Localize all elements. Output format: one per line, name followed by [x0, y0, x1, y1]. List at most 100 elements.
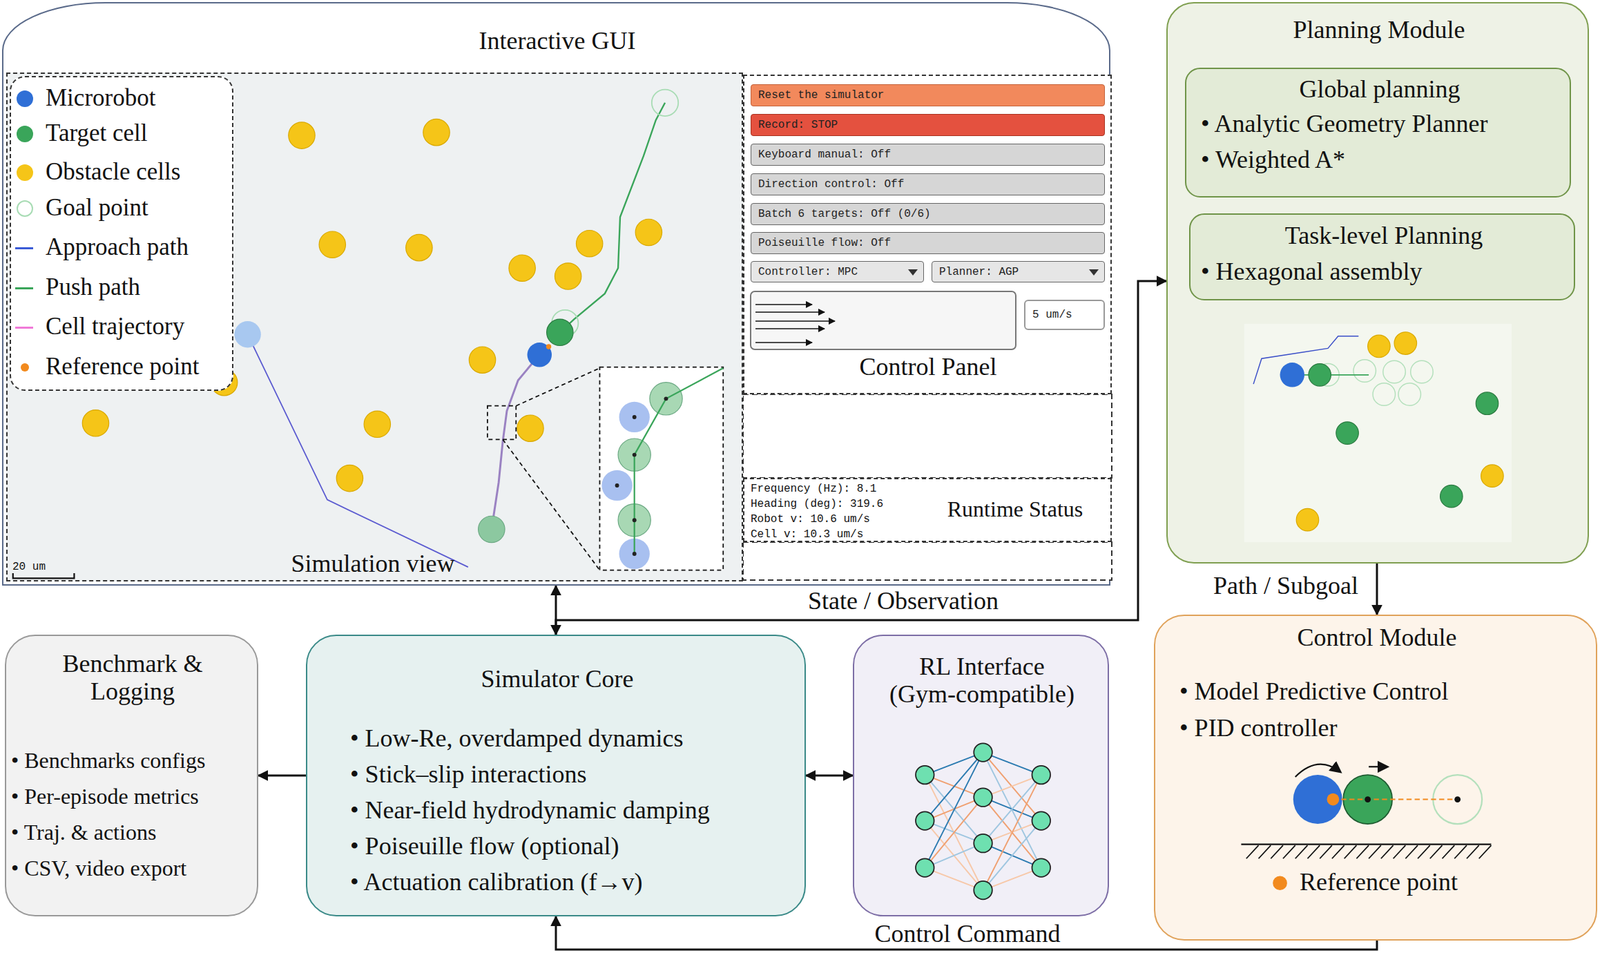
label-text: Control Module [1204, 624, 1550, 652]
illustration-shape [515, 368, 600, 407]
legend-swatch [16, 164, 34, 181]
label-text: Simulator Core [419, 665, 696, 694]
legend-swatch [16, 90, 34, 108]
microrobot [527, 342, 552, 367]
legend-swatch [15, 247, 34, 250]
illustration-shape [1454, 845, 1467, 859]
label-text: • Analytic Geometry Planner [1200, 110, 1567, 139]
legend-text: Target cell [45, 120, 148, 148]
illustration-shape [632, 452, 637, 458]
illustration-shape [1356, 845, 1369, 859]
reference-point [546, 343, 552, 349]
zoom-inset [599, 367, 724, 571]
illustration-shape [1246, 845, 1492, 859]
button: Record: STOP [750, 113, 1105, 137]
module-box: Benchmark & Logging• Benchmarks configs•… [4, 634, 259, 917]
illustration-shape [755, 303, 813, 306]
illustration-shape [1308, 363, 1332, 387]
simulation-view: Simulation view MicrorobotTarget cellObst… [6, 72, 744, 582]
illustration-shape [915, 811, 935, 831]
illustration-shape [406, 234, 433, 261]
label-text: • PID controller [1179, 714, 1587, 743]
target-cell [546, 319, 574, 346]
zoom-region [487, 406, 516, 440]
label-text: • Traj. & actions [11, 820, 257, 845]
legend-text: Push path [45, 274, 141, 302]
push-path [560, 102, 665, 333]
label-text: Control Panel [824, 353, 1032, 382]
label-text: • Stick–slip interactions [350, 760, 799, 789]
illustration-shape [1405, 845, 1418, 859]
toggle-button: Batch 6 targets: Off (0/6) [750, 203, 1105, 226]
illustration-shape [1381, 845, 1394, 859]
illustration-shape [1367, 334, 1391, 358]
illustration-shape [755, 304, 835, 343]
illustration-shape [750, 291, 1016, 350]
illustration-shape [750, 291, 1016, 350]
illustration-shape [601, 470, 632, 501]
connector-arrow [805, 774, 853, 777]
sub-box: Task-level Planning • Hexagonal assembly [1189, 213, 1576, 301]
legend-swatch [15, 287, 34, 290]
label-text: • Per-episode metrics [11, 784, 257, 809]
illustration-shape [634, 368, 724, 554]
label-text: Cell v: 10.3 um/s [750, 527, 924, 542]
label-text: Direction control: Off [758, 178, 904, 191]
illustration-shape [983, 752, 1042, 869]
illustration-shape [755, 311, 825, 313]
illustration-shape [1240, 843, 1491, 845]
illustration-shape [1293, 774, 1343, 824]
illustration-shape [1319, 845, 1333, 859]
label-text: Planning Module [1206, 16, 1552, 45]
illustration-shape [915, 743, 1051, 900]
label-text: Runtime Status [921, 497, 1110, 522]
illustration-shape [502, 439, 600, 570]
illustration-shape [1244, 323, 1512, 543]
label-text: Global planning [1207, 75, 1553, 104]
illustration-shape [619, 401, 650, 433]
illustration-shape [1296, 508, 1319, 532]
legend-text: Obstacle cells [45, 158, 181, 186]
label-text: Keyboard manual: Off [758, 148, 891, 161]
illustration-shape [1364, 796, 1371, 803]
illustration-shape [1031, 765, 1051, 785]
illustration-shape [973, 834, 993, 853]
illustration-shape [1272, 875, 1288, 891]
illustration-shape [755, 341, 813, 344]
illustration-shape [1410, 360, 1434, 384]
toggle-button: Keyboard manual: Off [750, 143, 1105, 166]
illustration-shape [423, 118, 450, 146]
label-text: Batch 6 targets: Off (0/6) [758, 207, 931, 221]
label-text: • Weighted A* [1200, 146, 1567, 175]
zoom-content [601, 368, 724, 570]
illustration-shape [924, 821, 983, 891]
legend-swatch [16, 125, 34, 143]
label-text: Frequency (Hz): 8.1 [750, 482, 924, 496]
control-panel: Control PanelReset the simulatorRecord: … [743, 74, 1112, 395]
illustration-shape [468, 346, 496, 373]
illustration-shape [575, 230, 603, 257]
label-text: • Hexagonal assembly [1200, 258, 1567, 286]
label-text: Record: STOP [758, 118, 838, 132]
illustration-shape [1307, 845, 1320, 859]
module-box: RL Interface (Gym-compatible) [852, 634, 1110, 917]
label-text: • Low-Re, overdamped dynamics [350, 725, 799, 753]
illustration-shape [1481, 464, 1505, 488]
legend-text: Approach path [45, 234, 189, 262]
illustration-shape [1430, 845, 1443, 859]
illustration-shape [632, 415, 637, 420]
illustration-shape [1440, 484, 1464, 508]
illustration-shape [632, 517, 637, 523]
legend-text: Cell trajectory [45, 313, 185, 341]
label-text: Simulation view [234, 550, 512, 578]
illustration-shape [743, 542, 1112, 581]
scale-label: 20 um [12, 561, 46, 574]
legend-text: Microrobot [45, 84, 156, 112]
illustration-shape [1344, 845, 1357, 859]
label-text: Heading (deg): 319.6 [750, 497, 924, 512]
dropdown: Controller: MPC [750, 261, 924, 283]
illustration-shape [1253, 336, 1359, 384]
illustration-shape [517, 415, 544, 442]
label-text: Task-level Planning [1211, 222, 1557, 250]
label-text: • Actuation calibration (f→v) [350, 868, 799, 897]
